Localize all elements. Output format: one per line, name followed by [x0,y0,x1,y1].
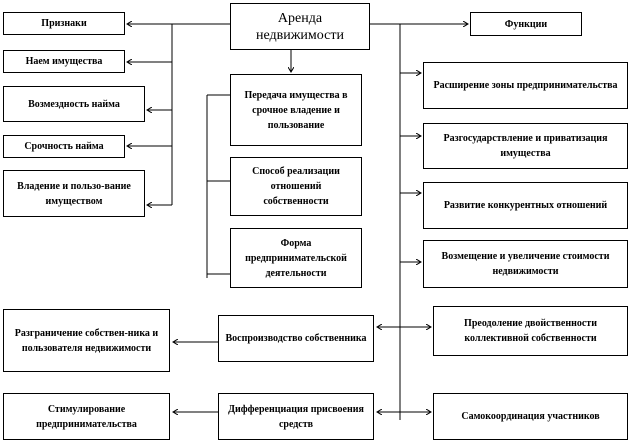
middle-item: Способ реализации отношений собственност… [230,157,362,216]
left-item: Возмездность найма [3,86,145,122]
right-item: Расширение зоны предпринимательства [423,62,628,109]
bottom-middle-item: Воспроизводство собственника [218,315,374,362]
left-item: Наем имущества [3,50,125,73]
center-node: Аренда недвижимости [230,3,370,50]
right-header-functions: Функции [470,12,582,36]
left-item: Владение и пользо-вание имуществом [3,170,145,217]
right-item: Преодоление двойственности коллективной … [433,306,628,356]
middle-item: Передача имущества в срочное владение и … [230,74,362,146]
bottom-middle-item: Дифференциация присвоения средств [218,393,374,440]
bottom-left-item: Стимулирование предпринимательства [3,393,170,440]
right-item: Развитие конкурентных отношений [423,182,628,229]
right-item: Самокоординация участников [433,393,628,440]
bottom-left-item: Разграничение собствен-ника и пользовате… [3,309,170,372]
left-item: Срочность найма [3,135,125,158]
right-item: Разгосударствление и приватизация имущес… [423,123,628,169]
right-item: Возмещение и увеличение стоимости недвиж… [423,240,628,288]
middle-item: Форма предпринимательской деятельности [230,228,362,288]
left-header-signs: Признаки [3,12,125,35]
